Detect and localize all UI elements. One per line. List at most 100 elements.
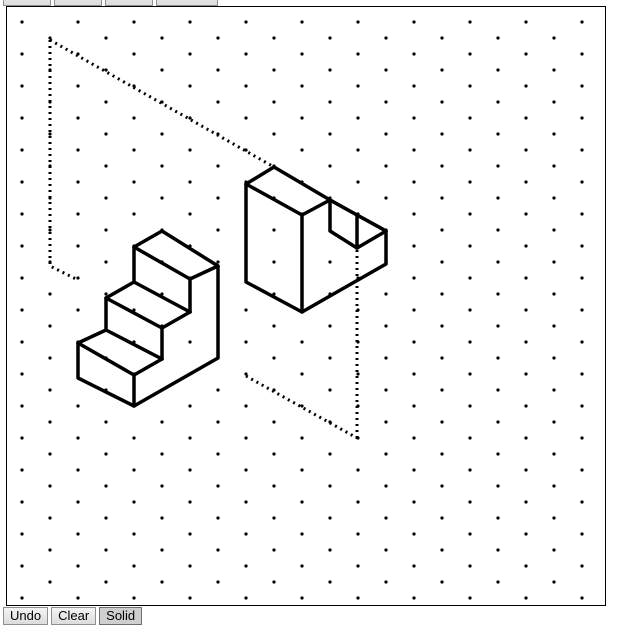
top-toolbar-button-2[interactable]: [54, 0, 102, 6]
grid-dot: [272, 580, 276, 584]
grid-dot: [216, 228, 220, 232]
grid-dot: [216, 164, 220, 168]
grid-dot: [20, 468, 24, 472]
grid-dot: [20, 84, 24, 88]
grid-dot: [48, 484, 52, 488]
grid-dot: [244, 20, 248, 24]
grid-dot: [244, 308, 248, 312]
grid-dot: [552, 452, 556, 456]
grid-dot: [20, 180, 24, 184]
grid-dot: [216, 580, 220, 584]
grid-dot: [412, 180, 416, 184]
grid-dot: [188, 52, 192, 56]
grid-dot: [188, 596, 192, 600]
grid-dot: [440, 260, 444, 264]
grid-dot: [412, 212, 416, 216]
grid-dot: [356, 52, 360, 56]
grid-dot: [496, 548, 500, 552]
grid-dot: [48, 580, 52, 584]
grid-dot: [104, 292, 108, 296]
grid-dot: [160, 164, 164, 168]
grid-dot: [468, 244, 472, 248]
grid-dot: [188, 404, 192, 408]
grid-dot: [104, 196, 108, 200]
notched-block-shape: [244, 165, 388, 314]
grid-dot: [580, 84, 584, 88]
grid-dot: [272, 100, 276, 104]
grid-dot: [496, 292, 500, 296]
grid-dot: [76, 404, 80, 408]
grid-dot: [160, 548, 164, 552]
grid-dot: [104, 132, 108, 136]
grid-dot: [216, 68, 220, 72]
grid-dot: [412, 52, 416, 56]
grid-dot: [188, 212, 192, 216]
grid-dot: [580, 532, 584, 536]
grid-dot: [552, 356, 556, 360]
grid-dot: [104, 68, 108, 72]
grid-dot: [412, 532, 416, 536]
grid-dot: [580, 148, 584, 152]
grid-dot: [104, 228, 108, 232]
grid-dot: [132, 52, 136, 56]
grid-dot: [328, 580, 332, 584]
grid-dot: [300, 340, 304, 344]
grid-dot: [412, 500, 416, 504]
grid-dot: [412, 276, 416, 280]
drawing-canvas[interactable]: [6, 6, 606, 606]
grid-dot: [328, 548, 332, 552]
grid-dot: [580, 340, 584, 344]
grid-dot: [20, 148, 24, 152]
grid-dot: [244, 84, 248, 88]
step-block-shape: [76, 229, 220, 408]
grid-dot: [356, 372, 360, 376]
grid-dot: [552, 36, 556, 40]
grid-dot: [356, 564, 360, 568]
grid-dot: [328, 132, 332, 136]
grid-dot: [76, 564, 80, 568]
grid-dot: [300, 500, 304, 504]
grid-dot: [300, 148, 304, 152]
top-toolbar-button-3[interactable]: [105, 0, 153, 6]
grid-dot: [384, 580, 388, 584]
grid-dot: [580, 52, 584, 56]
grid-dot: [160, 452, 164, 456]
grid-dot: [48, 324, 52, 328]
grid-dot: [440, 388, 444, 392]
grid-dot: [328, 68, 332, 72]
grid-dot: [20, 116, 24, 120]
grid-dot: [524, 84, 528, 88]
grid-dot: [524, 500, 528, 504]
grid-dot: [76, 468, 80, 472]
grid-dot: [272, 228, 276, 232]
grid-dot: [412, 468, 416, 472]
grid-dot: [328, 452, 332, 456]
grid-dot: [412, 340, 416, 344]
isometric-drawing[interactable]: [7, 7, 605, 605]
grid-dot: [384, 36, 388, 40]
grid-dot: [440, 356, 444, 360]
undo-button[interactable]: Undo: [3, 607, 49, 625]
grid-dot: [524, 468, 528, 472]
grid-dot: [244, 564, 248, 568]
grid-dot: [76, 116, 80, 120]
top-toolbar-button-1[interactable]: [3, 0, 51, 6]
grid-dot: [216, 388, 220, 392]
grid-dot: [20, 308, 24, 312]
grid-dot: [440, 484, 444, 488]
grid-dot: [216, 196, 220, 200]
clear-button[interactable]: Clear: [51, 607, 97, 625]
grid-dot: [160, 196, 164, 200]
top-toolbar-button-4[interactable]: [156, 0, 218, 6]
solid-toggle-button[interactable]: Solid: [99, 607, 143, 625]
grid-dot: [496, 324, 500, 328]
grid-dot: [300, 84, 304, 88]
grid-dot: [328, 36, 332, 40]
grid-dot: [300, 468, 304, 472]
grid-dot: [244, 500, 248, 504]
grid-dot: [216, 420, 220, 424]
grid-dot: [272, 68, 276, 72]
grid-dot: [272, 452, 276, 456]
grid-dot: [496, 68, 500, 72]
grid-dot: [300, 596, 304, 600]
